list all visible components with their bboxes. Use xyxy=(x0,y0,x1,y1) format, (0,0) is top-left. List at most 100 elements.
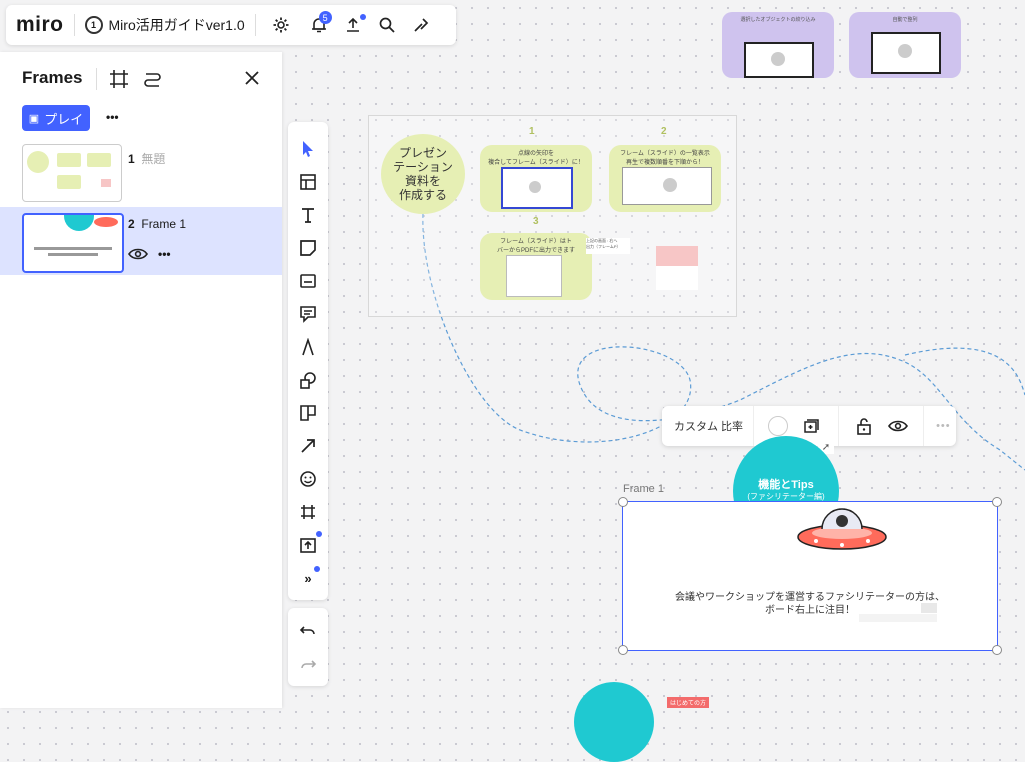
purple-card-title: 自動で整列 xyxy=(892,17,918,23)
aspect-ratio-label[interactable]: カスタム 比率 xyxy=(674,421,744,433)
emoji-icon[interactable] xyxy=(297,468,319,490)
upload-file-icon[interactable] xyxy=(297,531,322,556)
board-title-text: Miro活用ガイドver1.0 xyxy=(108,17,245,33)
bell-icon[interactable]: 5 xyxy=(304,10,334,40)
sticky-note-icon[interactable] xyxy=(297,237,319,259)
thumb-teal xyxy=(64,215,94,231)
eye-icon[interactable] xyxy=(128,247,148,261)
mini-icon xyxy=(921,603,937,613)
frame-number: 1 xyxy=(128,152,135,166)
step3-number: 3 xyxy=(533,216,539,227)
connector-lines xyxy=(422,213,1025,471)
topbar-divider xyxy=(73,14,75,36)
more-tools-dot xyxy=(314,566,320,572)
step2-card[interactable]: フレーム（スライド）の一覧表示 再生で複数順番を下順から！ xyxy=(609,145,721,212)
play-icon xyxy=(771,52,785,66)
step3-note[interactable]: 上記の画面 : 右へ 出力（フレームP） xyxy=(586,238,630,254)
more-tools-icon[interactable]: » xyxy=(297,566,320,589)
purple-card-filter[interactable]: 選択したオブジェクトの絞り込み xyxy=(722,12,834,78)
step3-text: フレーム（スライド）はト バーからPDFに出力できます xyxy=(496,239,575,254)
frames-panel: Frames ▣ プレイ ••• 1 無題 xyxy=(0,52,282,708)
bottom-teal-circle[interactable] xyxy=(574,682,654,762)
step2-screen xyxy=(622,167,712,205)
present-icon: ▣ xyxy=(28,112,40,125)
resize-handle[interactable] xyxy=(992,645,1002,655)
pen-icon[interactable] xyxy=(297,336,319,358)
ctx-more-icon[interactable]: ••• xyxy=(936,420,951,432)
upload-dot xyxy=(359,14,366,20)
template-icon[interactable] xyxy=(297,171,319,193)
text-icon[interactable] xyxy=(297,204,319,226)
bottom-tag[interactable]: はじめての方 xyxy=(667,697,710,708)
undo-redo-bar xyxy=(288,608,328,686)
panel-more-icon[interactable]: ••• xyxy=(106,110,119,124)
resize-handle[interactable] xyxy=(992,497,1002,507)
resize-handle[interactable] xyxy=(618,645,628,655)
step1-screen xyxy=(501,167,573,209)
miro-logo[interactable]: miro xyxy=(16,13,64,36)
step3-screen xyxy=(506,255,562,297)
thumb-card xyxy=(87,153,111,167)
frame-label[interactable]: Frame 1 xyxy=(623,483,664,495)
frame-name: 無題 xyxy=(141,152,166,166)
resize-handle[interactable] xyxy=(618,497,628,507)
pink-sticker[interactable] xyxy=(656,246,698,290)
purple-card-screen xyxy=(744,42,814,78)
thumb-circle xyxy=(27,151,49,173)
search-icon[interactable] xyxy=(372,10,402,40)
thumb-text xyxy=(48,253,98,256)
add-frame-icon[interactable] xyxy=(796,411,826,441)
top-bar: miro 1 Miro活用ガイドver1.0 5 xyxy=(6,5,456,45)
ufo-icon xyxy=(797,508,887,550)
play-button[interactable]: ▣ プレイ xyxy=(22,105,90,131)
comment-icon[interactable] xyxy=(297,303,319,325)
undo-icon[interactable] xyxy=(297,620,319,642)
reorder-icon[interactable] xyxy=(142,68,164,90)
creation-toolbar: » xyxy=(288,122,328,600)
arrow-icon[interactable] xyxy=(297,435,319,457)
frame-list-item-selected[interactable]: 2 Frame 1 ••• xyxy=(0,207,282,275)
select-cursor-icon[interactable] xyxy=(297,138,319,160)
upload-dot xyxy=(316,531,322,537)
step3-card[interactable]: フレーム（スライド）はト バーからPDFに出力できます xyxy=(480,233,592,300)
card-icon[interactable] xyxy=(297,270,319,292)
notification-badge: 5 xyxy=(318,11,332,24)
shapes-icon[interactable] xyxy=(297,369,319,391)
thumb-card xyxy=(57,153,81,167)
frames-panel-title: Frames xyxy=(22,68,83,87)
frame-list-item[interactable]: 1 無題 xyxy=(0,143,282,211)
step2-number: 2 xyxy=(661,126,667,137)
purple-card-align[interactable]: 自動で整列 xyxy=(849,12,961,78)
purple-card-screen xyxy=(871,32,941,74)
ctx-divider xyxy=(923,406,925,446)
tips-title: 機能とTips xyxy=(758,479,814,491)
magic-icon[interactable] xyxy=(406,10,436,40)
play-label: プレイ xyxy=(44,111,84,127)
frame-thumbnail xyxy=(22,213,124,273)
upload-icon[interactable] xyxy=(338,10,368,40)
close-icon[interactable] xyxy=(244,70,260,86)
step1-text: 点線の矢印を 複合してフレーム（スライド）に！ xyxy=(488,151,584,166)
frame-thumbnail xyxy=(22,144,122,202)
frame-tool-icon[interactable] xyxy=(108,68,130,90)
step2-text: フレーム（スライド）の一覧表示 再生で複数順番を下順から！ xyxy=(620,151,710,166)
gear-icon[interactable] xyxy=(266,10,296,40)
lock-icon[interactable] xyxy=(849,411,879,441)
play-icon xyxy=(529,181,541,193)
eye-icon[interactable] xyxy=(883,411,913,441)
play-icon xyxy=(898,44,912,58)
frame-more-icon[interactable]: ••• xyxy=(158,247,171,261)
frame-icon[interactable] xyxy=(297,501,319,523)
play-icon xyxy=(663,178,677,192)
ctx-divider xyxy=(838,406,840,446)
fill-color-swatch[interactable] xyxy=(768,416,789,436)
ctx-divider xyxy=(753,406,755,446)
thumb-card xyxy=(57,175,81,189)
tips-subtitle: (ファシリテーター編) xyxy=(747,492,825,501)
board-title[interactable]: 1 Miro活用ガイドver1.0 xyxy=(84,15,245,35)
step1-card[interactable]: 点線の矢印を 複合してフレーム（スライド）に！ xyxy=(480,145,592,212)
selected-frame[interactable]: 会議やワークショップを運営するファシリテーターの方は、 ボード右上に注目！ xyxy=(618,497,1002,655)
presentation-circle[interactable]: プレゼン テーション 資料を 作成する xyxy=(381,134,465,214)
redo-icon[interactable] xyxy=(297,654,319,676)
kanban-icon[interactable] xyxy=(297,402,319,424)
